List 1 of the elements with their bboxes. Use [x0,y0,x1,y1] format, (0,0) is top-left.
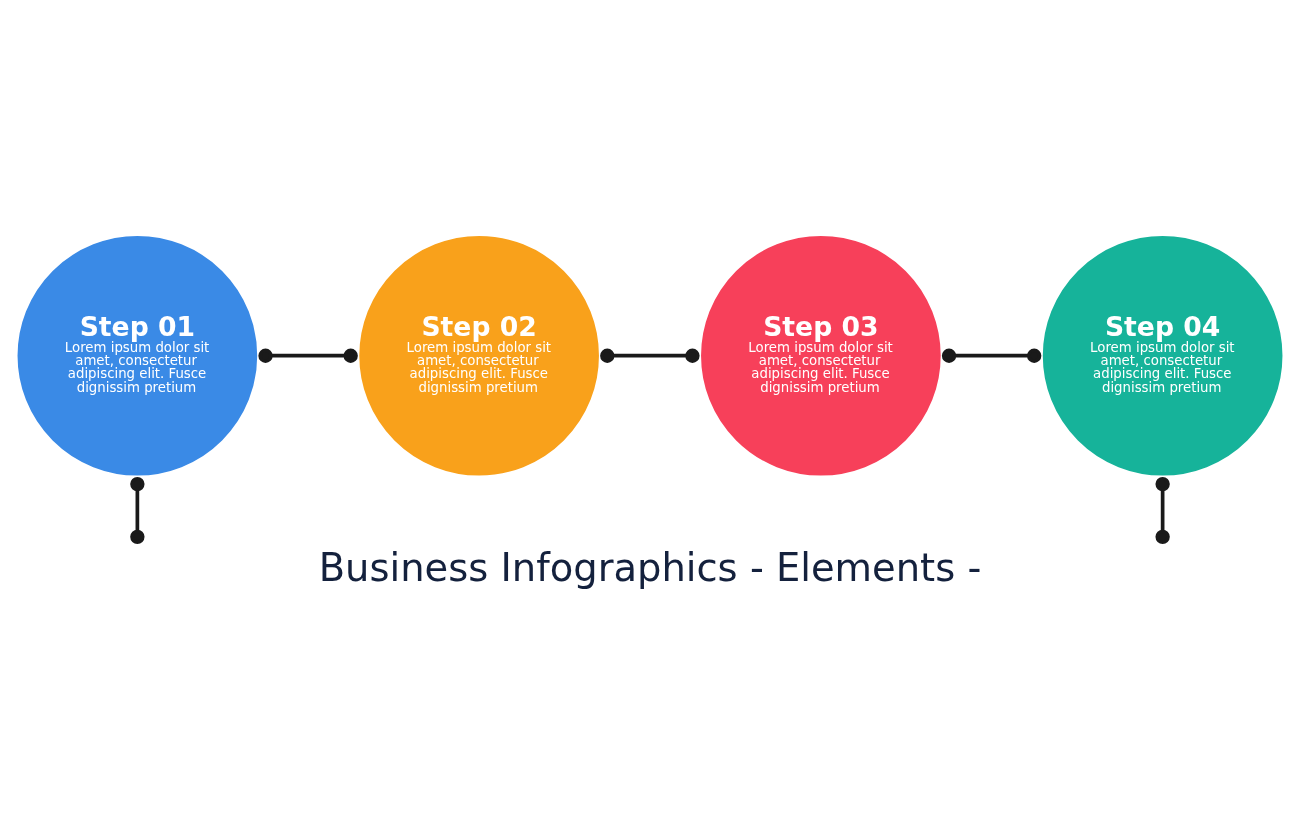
diagram-title: Business Infographics - Elements - [318,545,982,591]
